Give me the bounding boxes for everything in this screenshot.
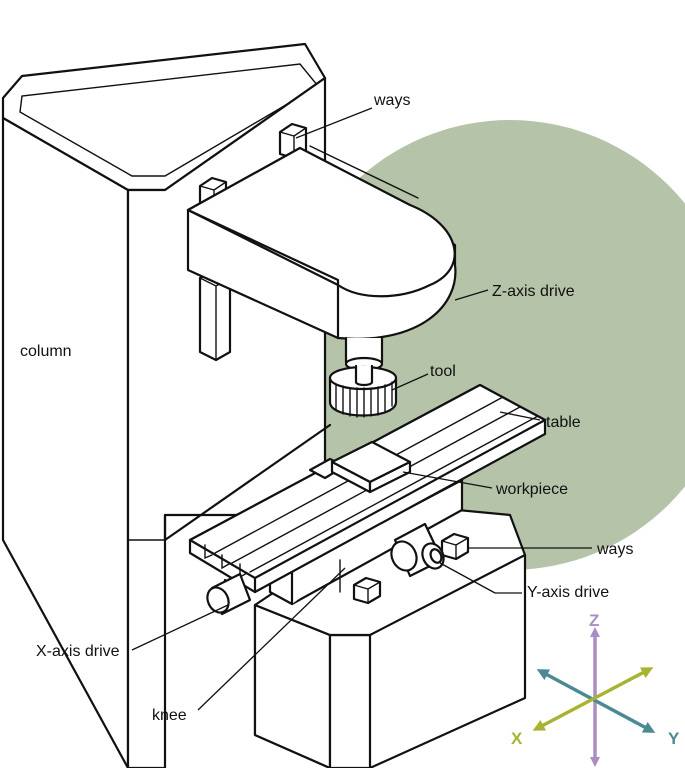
label-tool: tool bbox=[430, 363, 456, 380]
label-knee: knee bbox=[152, 707, 187, 724]
label-column: column bbox=[20, 343, 72, 360]
label-ways-right: ways bbox=[596, 541, 633, 558]
ways-right-blocks bbox=[352, 532, 470, 605]
spindle-tool bbox=[328, 336, 398, 418]
label-table: table bbox=[546, 414, 581, 431]
label-workpiece: workpiece bbox=[495, 481, 568, 498]
label-x-axis-drive: X-axis drive bbox=[36, 643, 120, 660]
axis-indicator: Z X Y bbox=[511, 611, 680, 767]
z-axis-drive-head bbox=[186, 145, 457, 340]
leader-lines bbox=[131, 107, 592, 711]
label-y-axis-drive: Y-axis drive bbox=[527, 584, 609, 601]
workpiece bbox=[330, 440, 412, 494]
x-axis-drive bbox=[206, 572, 252, 616]
x-axis-arrow bbox=[532, 667, 654, 731]
axis-label-x: X bbox=[511, 729, 523, 748]
y-axis-drive bbox=[390, 522, 445, 578]
label-z-axis-drive: Z-axis drive bbox=[492, 283, 575, 300]
axis-label-y: Y bbox=[668, 729, 680, 748]
label-ways-top: ways bbox=[373, 92, 410, 109]
axis-label-z: Z bbox=[589, 611, 599, 630]
